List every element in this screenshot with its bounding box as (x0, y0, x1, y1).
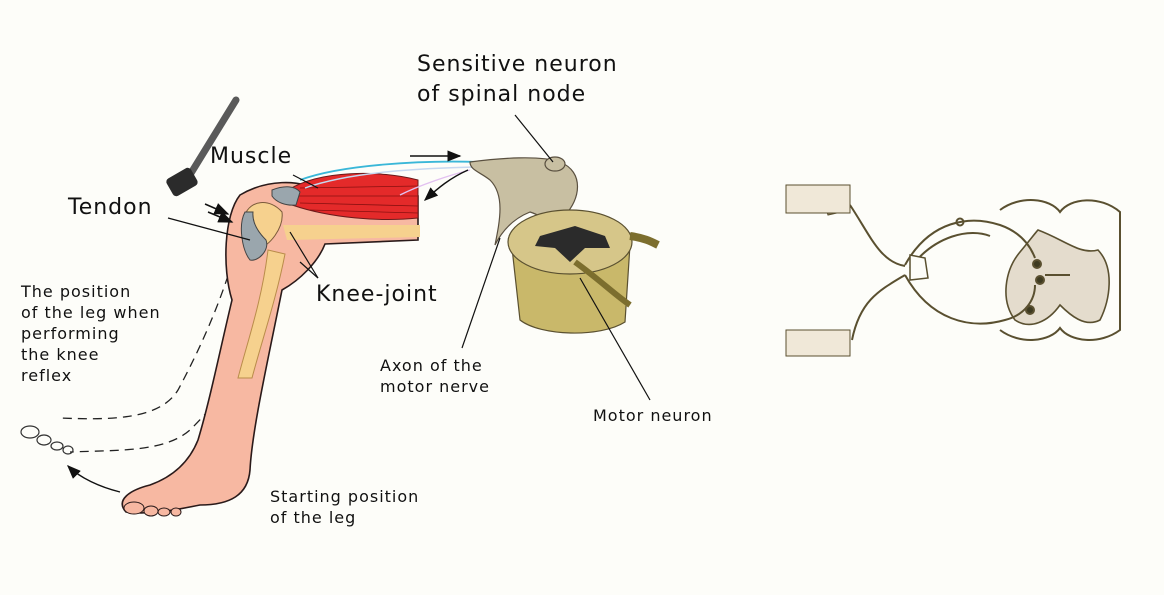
label-tendon: Tendon (68, 195, 153, 220)
label-starting-position: Starting position of the leg (270, 486, 419, 528)
label-axon-line1: Axon of the (380, 356, 483, 375)
spinal-node (544, 156, 566, 172)
label-leg-position-line5: reflex (21, 366, 73, 385)
label-leg-position-reflex: The position of the leg when performing … (21, 281, 161, 386)
reflex-foot-outline (20, 425, 74, 455)
reflex-arc-schematic (785, 184, 1121, 357)
muscle (271, 172, 419, 220)
label-leg-position-line2: of the leg when (21, 303, 161, 322)
reflex-hammer (166, 96, 240, 197)
label-sensitive-neuron-line2: of spinal node (417, 82, 587, 107)
label-axon-motor-nerve: Axon of the motor nerve (380, 355, 490, 397)
label-starting-line2: of the leg (270, 508, 357, 527)
label-leg-position-line3: performing (21, 324, 120, 343)
label-leg-position-line1: The position (21, 282, 132, 301)
label-motor-neuron: Motor neuron (593, 406, 713, 425)
label-muscle: Muscle (210, 144, 293, 169)
label-sensitive-neuron: Sensitive neuron of spinal node (417, 50, 618, 110)
label-axon-line2: motor nerve (380, 377, 490, 396)
label-knee-joint: Knee-joint (316, 282, 438, 307)
label-starting-line1: Starting position (270, 487, 420, 506)
efferent-arrow (423, 169, 469, 201)
label-leg-position-line4: the knee (21, 345, 100, 364)
leader-lines (167, 114, 651, 401)
tap-arrows (204, 203, 234, 223)
label-sensitive-neuron-line1: Sensitive neuron (417, 52, 618, 77)
leg (121, 181, 420, 517)
leg-motion-arrow (67, 465, 121, 493)
spinal-cord-segment (507, 209, 660, 334)
